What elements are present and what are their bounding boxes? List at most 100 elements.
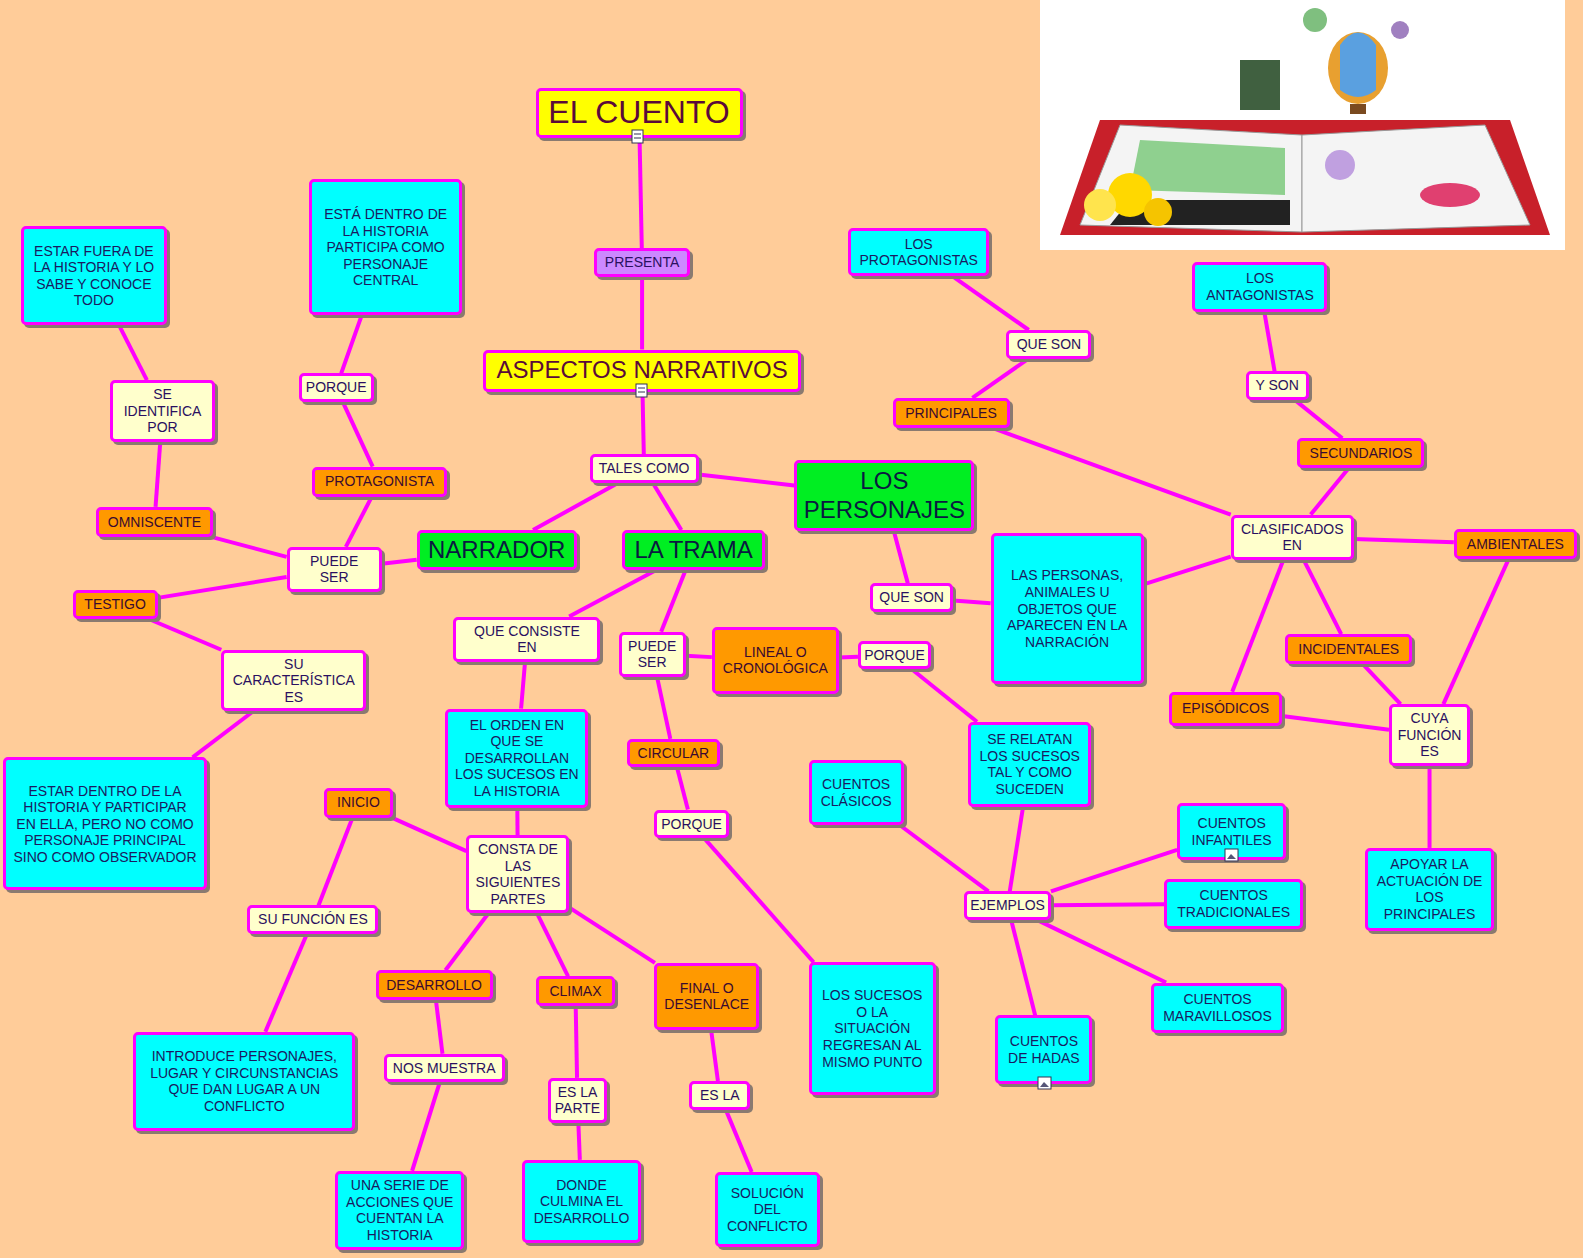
linking-phrase: PORQUE bbox=[858, 641, 931, 670]
node-text: PUEDE SER bbox=[296, 553, 373, 586]
category-box: CIRCULAR bbox=[627, 739, 720, 768]
figure bbox=[1303, 8, 1327, 32]
image-icon bbox=[1227, 854, 1236, 859]
node-text: PUEDE SER bbox=[628, 638, 677, 671]
concept-box: SOLUCIÓN DEL CONFLICTO bbox=[715, 1172, 820, 1247]
node-text: LA TRAMA bbox=[634, 536, 752, 564]
note-icon bbox=[636, 384, 647, 397]
category-box: PROTAGONISTA bbox=[312, 467, 447, 497]
node-text: SOLUCIÓN DEL CONFLICTO bbox=[724, 1185, 811, 1235]
node-text: LINEAL O CRONOLÓGICA bbox=[721, 644, 830, 677]
node-text: OMNISCENTE bbox=[108, 514, 201, 531]
node-text: EJEMPLOS bbox=[970, 897, 1045, 914]
main-concept: LOS PERSONAJES bbox=[794, 460, 974, 531]
node-text: INICIO bbox=[337, 794, 380, 811]
connector-line bbox=[318, 818, 352, 906]
illustration-ground bbox=[1040, 0, 1565, 250]
concept-box: ESTÁ DENTRO DE LA HISTORIA PARTICIPA COM… bbox=[309, 179, 462, 315]
hot-air-balloon bbox=[1328, 32, 1388, 104]
node-text: TESTIGO bbox=[84, 596, 145, 613]
linking-phrase: SE IDENTIFICA POR bbox=[110, 380, 215, 442]
connector-line bbox=[900, 825, 989, 891]
connector-line bbox=[1232, 560, 1283, 692]
concept-box: LOS SUCESOS O LA SITUACIÓN REGRESAN AL M… bbox=[809, 962, 936, 1095]
linking-phrase: SU CARACTERÍSTICA ES bbox=[221, 650, 366, 712]
node-text: QUE SON bbox=[1017, 336, 1082, 353]
node-text: LOS ANTAGONISTAS bbox=[1201, 270, 1318, 303]
category-box: DESARROLLO bbox=[376, 970, 493, 1000]
category-box: FINAL O DESENLACE bbox=[654, 963, 759, 1030]
linking-phrase: PUEDE SER bbox=[619, 632, 686, 677]
connector-line bbox=[156, 442, 161, 507]
node-text: PORQUE bbox=[661, 816, 722, 833]
connector-line bbox=[392, 818, 467, 852]
category-box: EPISÓDICOS bbox=[1169, 692, 1282, 726]
node-text: QUE SON bbox=[879, 589, 944, 606]
connector-line bbox=[382, 560, 417, 564]
connector-line bbox=[711, 1030, 718, 1081]
node-text: EL ORDEN EN QUE SE DESARROLLAN LOS SUCES… bbox=[454, 717, 579, 800]
node-text: APOYAR LA ACTUACIÓN DE LOS PRINCIPALES bbox=[1374, 856, 1485, 922]
concept-box: CUENTOS DE HADAS bbox=[995, 1015, 1092, 1084]
flower bbox=[1084, 189, 1116, 221]
concept-box: CUENTOS MARAVILLOSOS bbox=[1151, 983, 1284, 1033]
node-text: SU FUNCIÓN ES bbox=[258, 911, 368, 928]
note-icon bbox=[632, 130, 643, 143]
node-text: PRINCIPALES bbox=[905, 405, 997, 422]
linking-phrase: SU FUNCIÓN ES bbox=[247, 905, 378, 934]
balloon-stripe bbox=[1340, 33, 1376, 98]
category-box: TESTIGO bbox=[73, 590, 158, 619]
node-text: PROTAGONISTA bbox=[325, 473, 434, 490]
node-text: CUENTOS DE HADAS bbox=[1004, 1033, 1083, 1066]
linking-phrase: CLASIFICADOS EN bbox=[1231, 515, 1354, 560]
connector-line bbox=[341, 315, 361, 373]
title-concept: EL CUENTO bbox=[536, 88, 743, 138]
concept-box: APOYAR LA ACTUACIÓN DE LOS PRINCIPALES bbox=[1365, 848, 1494, 931]
note-icon bbox=[636, 384, 647, 397]
node-text: CONSTA DE LAS SIGUIENTES PARTES bbox=[475, 841, 560, 907]
connector-line bbox=[686, 656, 712, 657]
connector-line bbox=[569, 908, 655, 963]
linking-phrase: NOS MUESTRA bbox=[384, 1054, 505, 1083]
node-text: NOS MUESTRA bbox=[393, 1060, 496, 1077]
concept-box: UNA SERIE DE ACCIONES QUE CUENTAN LA HIS… bbox=[335, 1171, 464, 1250]
linking-phrase: PRESENTA bbox=[594, 248, 690, 277]
concept-box: CUENTOS INFANTILES bbox=[1177, 803, 1286, 860]
connector-line bbox=[704, 838, 813, 962]
node-text: INTRODUCE PERSONAJES, LUGAR Y CIRCUNSTAN… bbox=[142, 1048, 346, 1114]
connector-line bbox=[1051, 904, 1164, 905]
connector-line bbox=[953, 276, 1029, 330]
linking-phrase: ES LA PARTE bbox=[548, 1078, 607, 1123]
note-icon bbox=[634, 134, 641, 135]
node-text: FINAL O DESENLACE bbox=[663, 980, 750, 1013]
node-text: QUE CONSISTE EN bbox=[462, 623, 591, 656]
connector-line bbox=[1037, 920, 1166, 983]
node-text: CUENTOS CLÁSICOS bbox=[818, 776, 895, 809]
connector-line bbox=[1443, 559, 1508, 704]
connector-line bbox=[1304, 560, 1342, 635]
linking-phrase: EJEMPLOS bbox=[964, 891, 1051, 920]
connector-line bbox=[640, 138, 642, 248]
node-text: CLASIFICADOS EN bbox=[1240, 521, 1345, 554]
concept-box: EL ORDEN EN QUE SE DESARROLLAN LOS SUCES… bbox=[445, 709, 588, 808]
linking-phrase: PORQUE bbox=[654, 810, 729, 839]
linking-phrase: PUEDE SER bbox=[287, 547, 382, 592]
node-text: ES LA PARTE bbox=[555, 1084, 600, 1117]
node-text: SECUNDARIOS bbox=[1310, 445, 1413, 462]
note-icon bbox=[634, 138, 641, 139]
image-icon bbox=[1038, 1077, 1051, 1089]
balloon-basket bbox=[1350, 104, 1366, 114]
node-text: ESTAR DENTRO DE LA HISTORIA Y PARTICIPAR… bbox=[12, 783, 198, 866]
figure bbox=[1240, 60, 1280, 110]
book-page bbox=[1302, 125, 1530, 232]
connector-line bbox=[521, 662, 525, 709]
concept-box: DONDE CULMINA EL DESARROLLO bbox=[522, 1160, 641, 1243]
book-illustration bbox=[1040, 0, 1565, 250]
connector-line bbox=[1282, 716, 1389, 730]
linking-phrase: QUE CONSISTE EN bbox=[453, 617, 600, 662]
connector-line bbox=[211, 537, 286, 557]
category-box: AMBIENTALES bbox=[1454, 529, 1577, 559]
figure bbox=[1391, 21, 1409, 39]
node-text: CLIMAX bbox=[549, 983, 601, 1000]
